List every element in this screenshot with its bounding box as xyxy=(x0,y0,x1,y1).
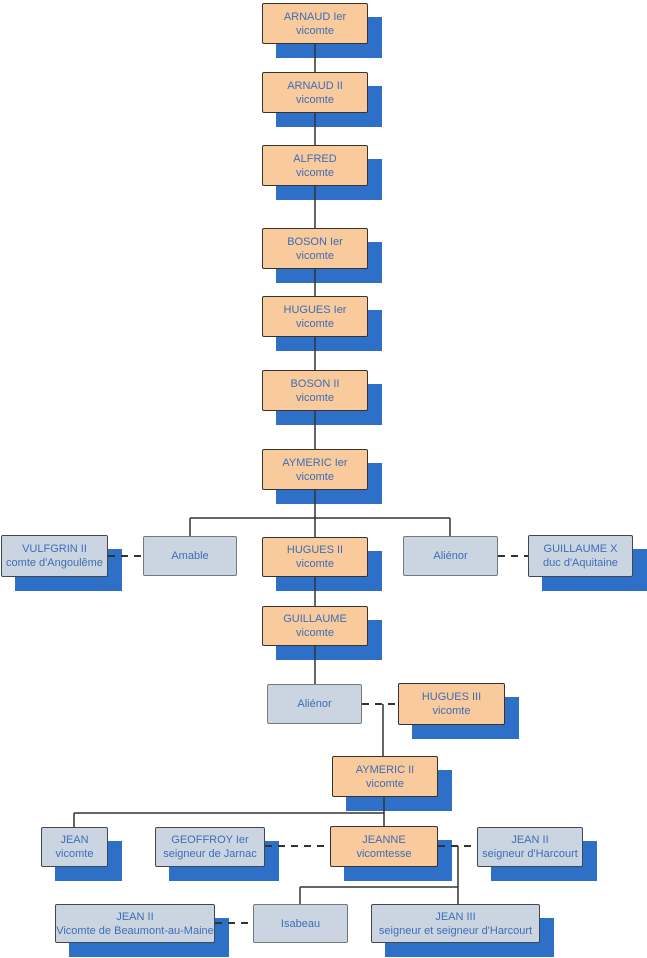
person-name: AYMERIC Ier xyxy=(282,456,348,469)
node-geoffroy-ier: GEOFFROY Ier seigneur de Jarnac xyxy=(155,827,265,867)
node-alfred: ALFRED vicomte xyxy=(262,145,368,186)
person-title: Vicomte de Beaumont-au-Maine xyxy=(56,924,214,937)
node-boson-ier: BOSON Ier vicomte xyxy=(262,228,368,269)
person-name: JEAN III xyxy=(435,910,476,923)
person-name: GEOFFROY Ier xyxy=(171,834,249,846)
node-isabeau: Isabeau xyxy=(253,904,348,943)
person-name: BOSON Ier xyxy=(287,235,343,248)
person-name: ALFRED xyxy=(293,152,337,165)
person-title: vicomte xyxy=(296,391,334,404)
person-name: AYMERIC II xyxy=(355,763,415,776)
node-hugues-ier: HUGUES Ier vicomte xyxy=(262,296,368,337)
descent-lines xyxy=(73,44,459,904)
person-title: vicomte xyxy=(366,777,404,790)
node-hugues-ii: HUGUES II vicomte xyxy=(262,537,368,577)
node-arnaud-ii: ARNAUD II vicomte xyxy=(262,72,368,113)
person-title: duc d'Aquitaine xyxy=(543,557,618,569)
node-arnaud-ier: ARNAUD Ier vicomte xyxy=(262,3,368,44)
person-name: HUGUES Ier xyxy=(283,303,347,316)
person-title: vicomte xyxy=(296,627,334,639)
person-name: JEAN II xyxy=(511,834,549,846)
node-boson-ii: BOSON II vicomte xyxy=(262,370,368,411)
node-hugues-iii: HUGUES III vicomte xyxy=(398,683,505,725)
person-title: vicomte xyxy=(55,848,94,860)
node-jean-iii: JEAN III seigneur et seigneur d'Harcourt xyxy=(371,904,540,943)
node-aymeric-ii: AYMERIC II vicomte xyxy=(332,756,438,797)
node-alienor: Aliénor xyxy=(403,536,498,576)
person-name: Amable xyxy=(171,550,209,562)
person-name: JEANNE xyxy=(362,833,406,846)
person-name: GUILLAUME X xyxy=(543,543,618,555)
person-title: vicomte xyxy=(296,249,334,262)
person-name: JEAN II xyxy=(116,910,154,923)
person-title: seigneur d'Harcourt xyxy=(482,848,578,860)
node-alienor-2: Aliénor xyxy=(267,684,362,724)
person-title: vicomte xyxy=(296,470,334,483)
person-name: HUGUES III xyxy=(421,691,482,703)
person-title: vicomte xyxy=(296,558,334,570)
node-jean-ii-harcourt: JEAN II seigneur d'Harcourt xyxy=(477,827,583,867)
node-jean-ii-beaumont: JEAN II Vicomte de Beaumont-au-Maine xyxy=(55,904,215,943)
person-name: BOSON II xyxy=(290,377,340,390)
person-name: Isabeau xyxy=(280,917,321,930)
person-title: seigneur et seigneur d'Harcourt xyxy=(378,924,533,937)
marriage-lines xyxy=(108,555,528,924)
person-title: vicomte xyxy=(296,93,334,106)
person-name: VULFGRIN II xyxy=(22,543,87,555)
person-name: ARNAUD II xyxy=(287,79,343,92)
node-jeanne: JEANNE vicomtesse xyxy=(330,826,438,867)
person-name: ARNAUD Ier xyxy=(283,10,347,23)
person-name: Aliénor xyxy=(433,550,468,562)
person-title: comte d'Angoulême xyxy=(6,557,103,569)
person-name: HUGUES II xyxy=(286,544,344,556)
person-title: vicomtesse xyxy=(356,847,412,860)
person-title: vicomte xyxy=(296,317,334,330)
node-vulfgrin-ii: VULFGRIN II comte d'Angoulême xyxy=(1,535,108,577)
node-amable: Amable xyxy=(143,536,237,576)
person-title: seigneur de Jarnac xyxy=(163,848,257,860)
person-title: vicomte xyxy=(296,166,334,179)
person-name: Aliénor xyxy=(297,698,332,710)
node-guillaume: GUILLAUME vicomte xyxy=(262,606,368,646)
person-name: GUILLAUME xyxy=(283,613,347,625)
person-title: vicomte xyxy=(432,705,471,717)
person-name: JEAN xyxy=(60,834,89,846)
node-aymeric-ier: AYMERIC Ier vicomte xyxy=(262,449,368,490)
node-guillaume-x: GUILLAUME X duc d'Aquitaine xyxy=(528,535,633,577)
node-jean: JEAN vicomte xyxy=(41,827,108,867)
person-title: vicomte xyxy=(296,24,334,37)
